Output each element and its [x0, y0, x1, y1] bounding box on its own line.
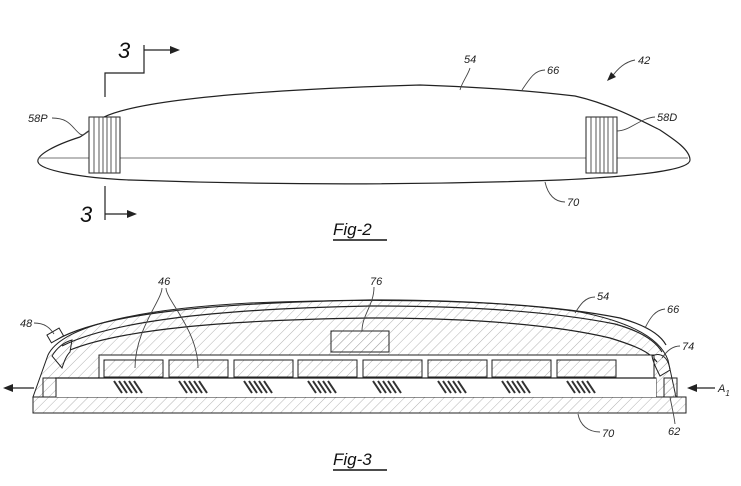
driver-zone-58d: [585, 116, 618, 174]
label-62: 62: [668, 426, 680, 438]
sensor-48: [46, 327, 65, 344]
label-66-fig2: 66: [547, 65, 560, 77]
label-48: 48: [20, 318, 33, 330]
section-mark-top: 3: [118, 38, 131, 63]
section-line-3-3: 3 3: [80, 38, 180, 227]
label-76: 76: [370, 276, 383, 288]
label-58d: 58D: [657, 112, 677, 124]
label-42: 42: [638, 55, 650, 67]
label-airflow-a1: A1: [717, 383, 730, 398]
label-54-fig3: 54: [597, 291, 609, 303]
passenger-zone-58p: [88, 116, 121, 174]
figure-2-caption: Fig-2: [333, 220, 372, 239]
label-54-fig2: 54: [464, 54, 476, 66]
figure-3: A1 46 48 76 54 66 74 70 62 Fig-3: [3, 276, 730, 471]
section-mark-bottom: 3: [80, 202, 93, 227]
figure-3-caption: Fig-3: [333, 450, 372, 469]
label-74: 74: [682, 341, 694, 353]
label-58p: 58P: [28, 113, 48, 125]
seal-left: [51, 339, 73, 370]
fig2-outline: [37, 84, 691, 185]
component-76: [330, 330, 390, 353]
label-70-fig2: 70: [567, 197, 580, 209]
label-66-fig3: 66: [667, 304, 680, 316]
light-modules-46: [103, 359, 617, 378]
seal-74: [651, 354, 671, 377]
light-emissions: [113, 380, 596, 394]
figure-2: 3 3 58P 58D 54 66 42 70 Fig-2: [28, 38, 691, 241]
label-70-fig3: 70: [602, 428, 615, 440]
frame-62: [663, 377, 678, 398]
label-46: 46: [158, 276, 171, 288]
base-plate-70: [32, 396, 687, 414]
